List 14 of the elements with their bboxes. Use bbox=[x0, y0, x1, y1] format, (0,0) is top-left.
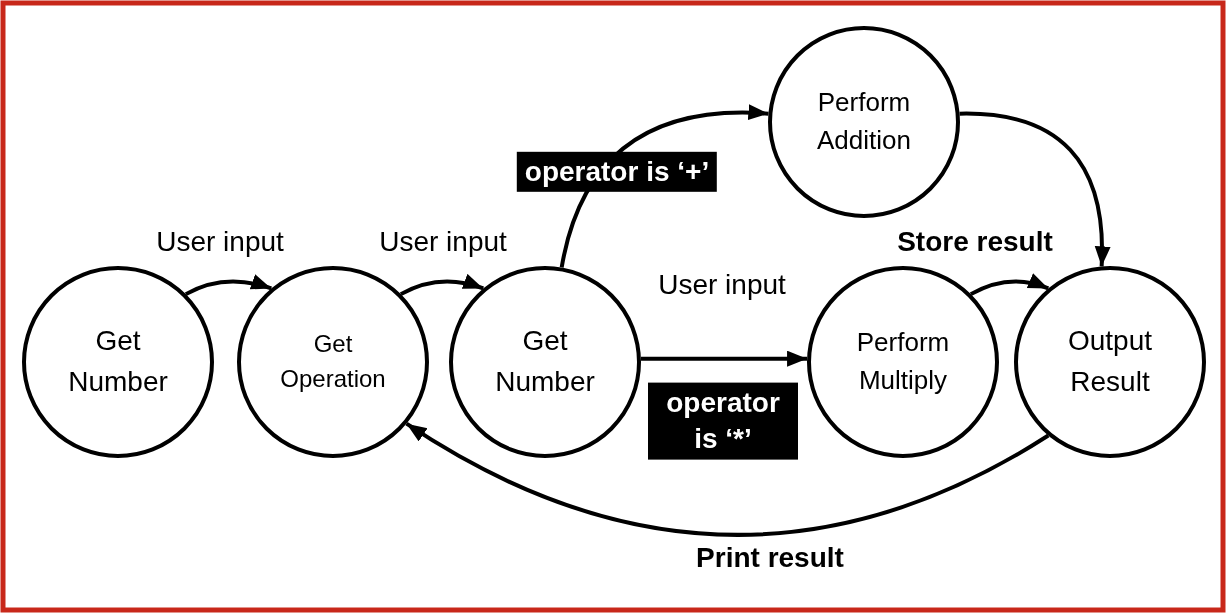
arrow bbox=[405, 422, 1050, 537]
edge-label: operator is ‘*’ bbox=[648, 382, 798, 460]
arrow bbox=[399, 274, 484, 296]
state-name: Perform Addition bbox=[816, 86, 912, 157]
arrow bbox=[640, 350, 808, 367]
arrow bbox=[184, 274, 272, 296]
state-name: Get Number bbox=[494, 324, 596, 399]
edge-label: operator is ‘+’ bbox=[516, 151, 718, 193]
state-name: Perform Multiply bbox=[855, 326, 951, 397]
state-name: Get Operation bbox=[279, 329, 387, 394]
state-name: Get Number bbox=[67, 324, 169, 399]
arrow bbox=[969, 273, 1049, 296]
arrow bbox=[959, 111, 1110, 267]
state-name: Output Result bbox=[1066, 324, 1154, 399]
